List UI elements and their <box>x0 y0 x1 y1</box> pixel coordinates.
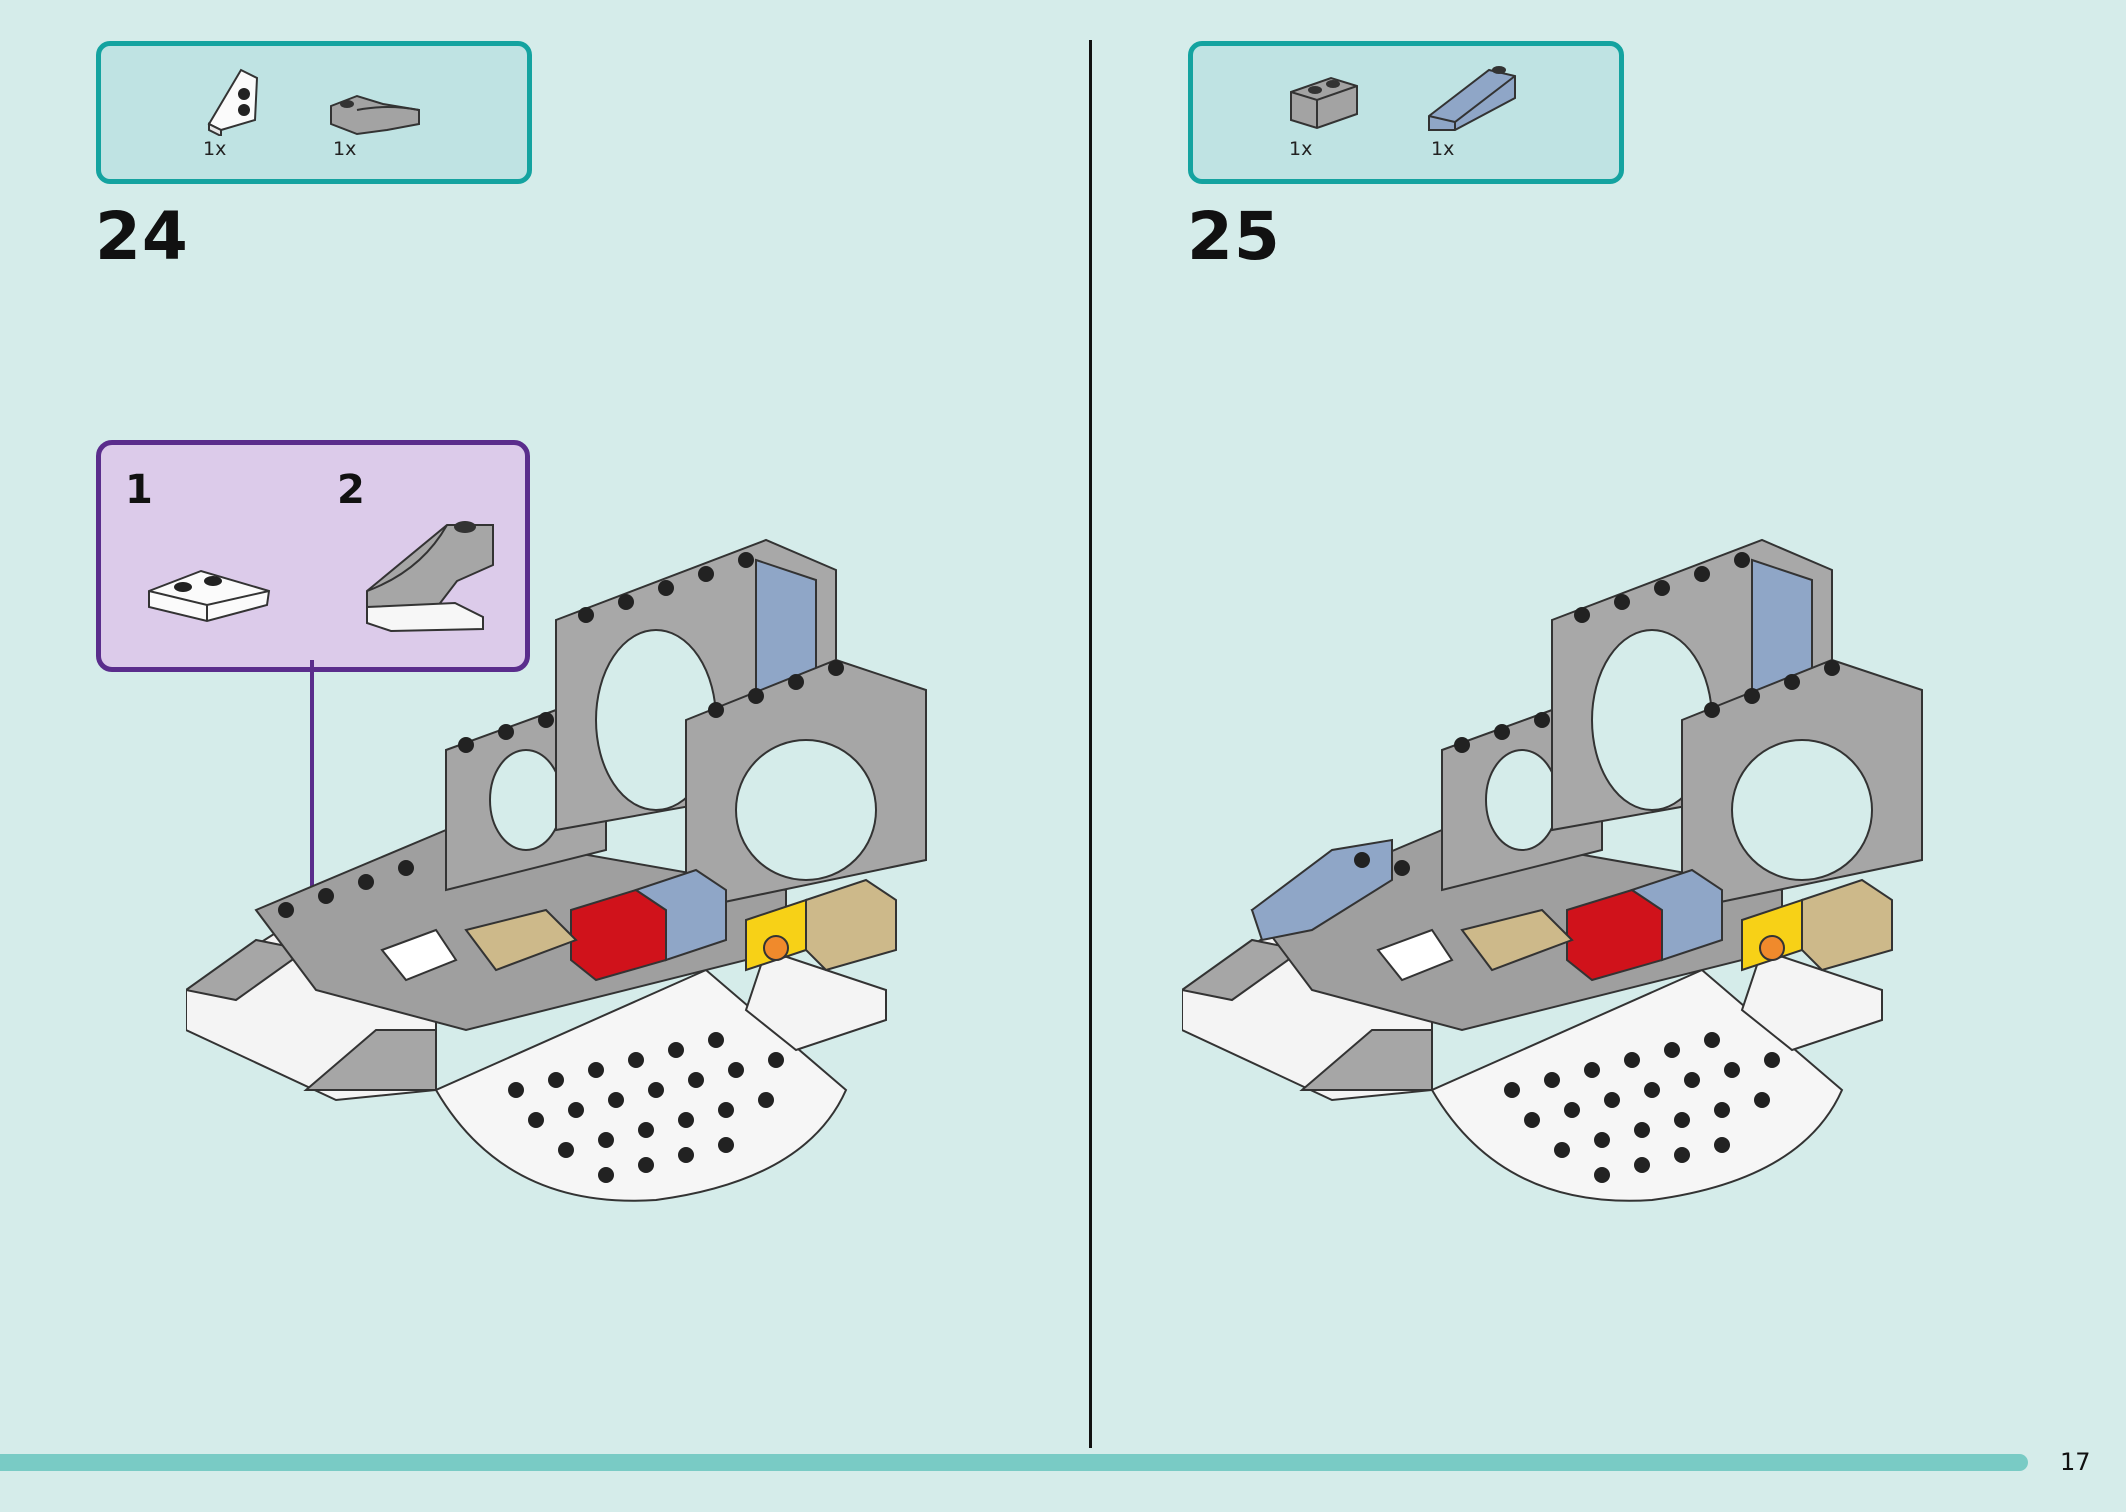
part-qty: 1x <box>1289 138 1313 160</box>
model-assembly-illustration <box>1182 538 1923 1202</box>
footer-bar <box>0 1454 2028 1471</box>
grey-brick-1x2-icon <box>1290 76 1358 130</box>
page-number: 17 <box>2060 1448 2091 1476</box>
white-wedge-plate-icon <box>148 569 271 623</box>
white-wedge-plate-icon <box>207 68 259 136</box>
step-25-panel: 1x 1x 25 <box>1092 0 2126 1450</box>
part-qty: 1x <box>203 138 227 160</box>
grey-curved-slope-icon <box>366 521 494 633</box>
sub-assembly-callout: 1 2 <box>96 440 530 672</box>
page-divider <box>1089 40 1092 1448</box>
step-number: 25 <box>1187 198 1281 275</box>
parts-list-box: 1x 1x <box>96 41 532 184</box>
sub-step-number: 2 <box>337 467 365 513</box>
step-24-panel: 1x 1x 24 1 2 <box>0 0 1060 1450</box>
parts-list-box: 1x 1x <box>1188 41 1624 184</box>
sub-step-number: 1 <box>125 467 153 513</box>
sand-blue-slope-icon <box>1428 66 1516 131</box>
part-qty: 1x <box>1431 138 1455 160</box>
part-qty: 1x <box>333 138 357 160</box>
step-number: 24 <box>95 198 189 275</box>
grey-curved-slope-icon <box>330 94 420 136</box>
model-assembly-illustration <box>186 538 927 1202</box>
